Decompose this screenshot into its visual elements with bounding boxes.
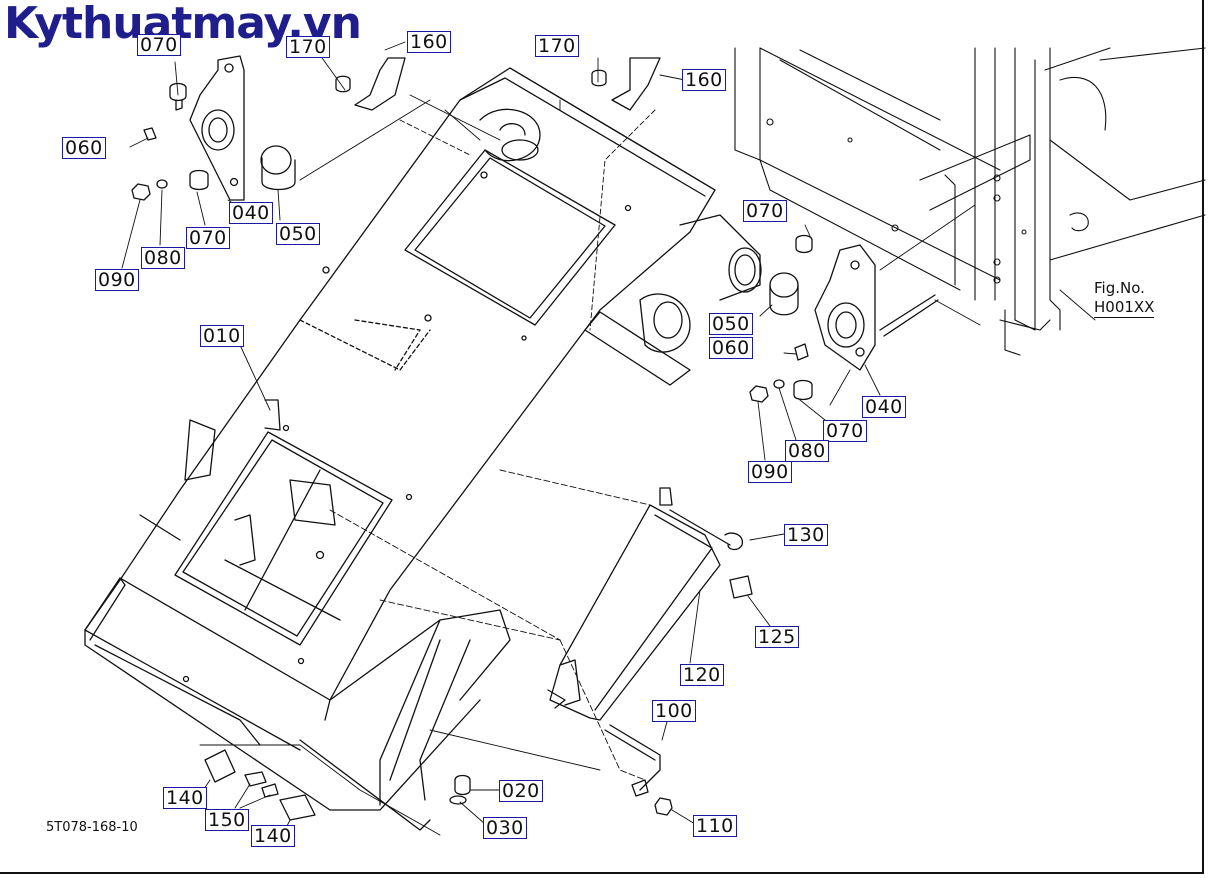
callout-040-left[interactable]: 040 <box>229 202 273 224</box>
callout-150[interactable]: 150 <box>205 809 249 831</box>
callout-125[interactable]: 125 <box>755 626 799 648</box>
callout-130[interactable]: 130 <box>784 524 828 546</box>
callout-140-left[interactable]: 140 <box>163 787 207 809</box>
figure-number: Fig.No. H001XX <box>1094 279 1155 318</box>
callout-080-left[interactable]: 080 <box>141 247 185 269</box>
callout-060-left[interactable]: 060 <box>62 137 106 159</box>
callout-060-right[interactable]: 060 <box>709 337 753 359</box>
callout-090-left[interactable]: 090 <box>95 269 139 291</box>
callout-070-left[interactable]: 070 <box>186 227 230 249</box>
callout-050-left[interactable]: 050 <box>276 223 320 245</box>
callout-010[interactable]: 010 <box>200 325 244 347</box>
callout-020[interactable]: 020 <box>499 780 543 802</box>
callout-030[interactable]: 030 <box>483 817 527 839</box>
main-frame-010 <box>84 67 762 831</box>
cover-120 <box>204 487 753 821</box>
callout-090-right[interactable]: 090 <box>748 461 792 483</box>
figure-number-code: H001XX <box>1094 298 1155 318</box>
callout-070-top-left[interactable]: 070 <box>137 34 181 56</box>
callout-050-right[interactable]: 050 <box>709 313 753 335</box>
callout-070-right-lower[interactable]: 070 <box>823 420 867 442</box>
callout-140-bottom[interactable]: 140 <box>251 825 295 847</box>
callout-120[interactable]: 120 <box>680 664 724 686</box>
callout-170-top-left[interactable]: 170 <box>286 36 330 58</box>
callout-100[interactable]: 100 <box>652 700 696 722</box>
right-bearing-bracket <box>749 234 939 403</box>
document-id: 5T078-168-10 <box>46 820 138 835</box>
background-frame <box>734 47 1206 356</box>
callout-040-right[interactable]: 040 <box>862 396 906 418</box>
callout-160-top-left[interactable]: 160 <box>407 31 451 53</box>
left-bearing-bracket <box>131 55 661 201</box>
leader-lines <box>121 41 1096 836</box>
callout-160-top[interactable]: 160 <box>682 69 726 91</box>
figure-number-label: Fig.No. <box>1094 279 1145 297</box>
callout-080-right[interactable]: 080 <box>785 440 829 462</box>
callout-110[interactable]: 110 <box>693 815 737 837</box>
callout-170-top[interactable]: 170 <box>535 35 579 57</box>
callout-070-right[interactable]: 070 <box>743 200 787 222</box>
